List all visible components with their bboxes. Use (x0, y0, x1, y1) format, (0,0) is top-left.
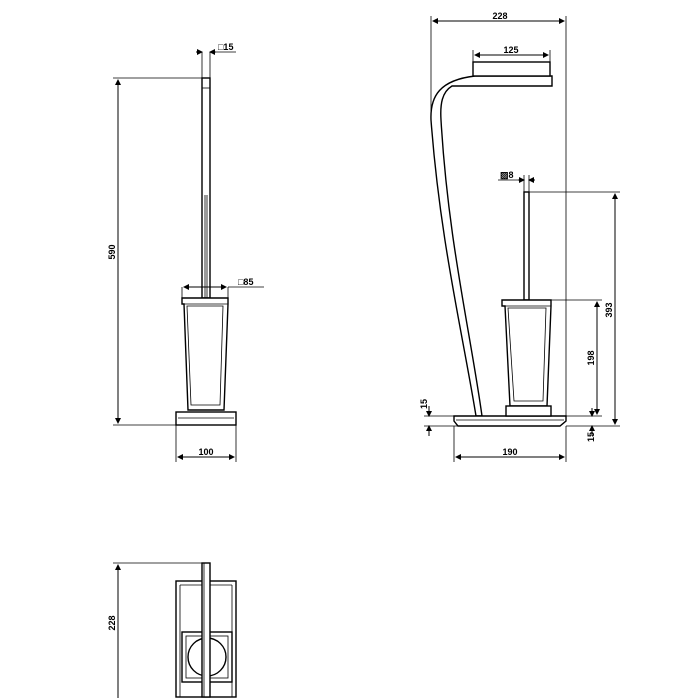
front-height-label: 590 (107, 244, 117, 259)
side-brush-height-label: 393 (604, 302, 614, 317)
front-rod (201, 77, 211, 299)
side-base (453, 415, 567, 427)
side-top-width-label: 125 (503, 45, 518, 55)
side-container-height-label: 198 (586, 350, 596, 365)
front-view: □15 590 □85 100 (107, 42, 264, 462)
top-view: 228 (107, 562, 237, 698)
top-depth-label: 228 (107, 615, 117, 630)
front-container-section-label: □85 (238, 277, 253, 287)
front-base-width-label: 100 (198, 447, 213, 457)
side-overall-width-label: 228 (492, 11, 507, 21)
front-rod-section-label: □15 (218, 42, 233, 52)
side-base-thickness-right-label: 15 (586, 432, 596, 442)
side-base-thickness-left-label: 15 (419, 399, 429, 409)
side-base-width-label: 190 (502, 447, 517, 457)
side-brush-rod (523, 191, 530, 301)
top-rod (201, 562, 211, 698)
side-top-bar (472, 61, 551, 77)
side-view: 228 125 ▨8 393 198 15 15 (419, 11, 620, 462)
front-base (175, 411, 237, 426)
side-brush-section-label: ▨8 (500, 170, 514, 180)
